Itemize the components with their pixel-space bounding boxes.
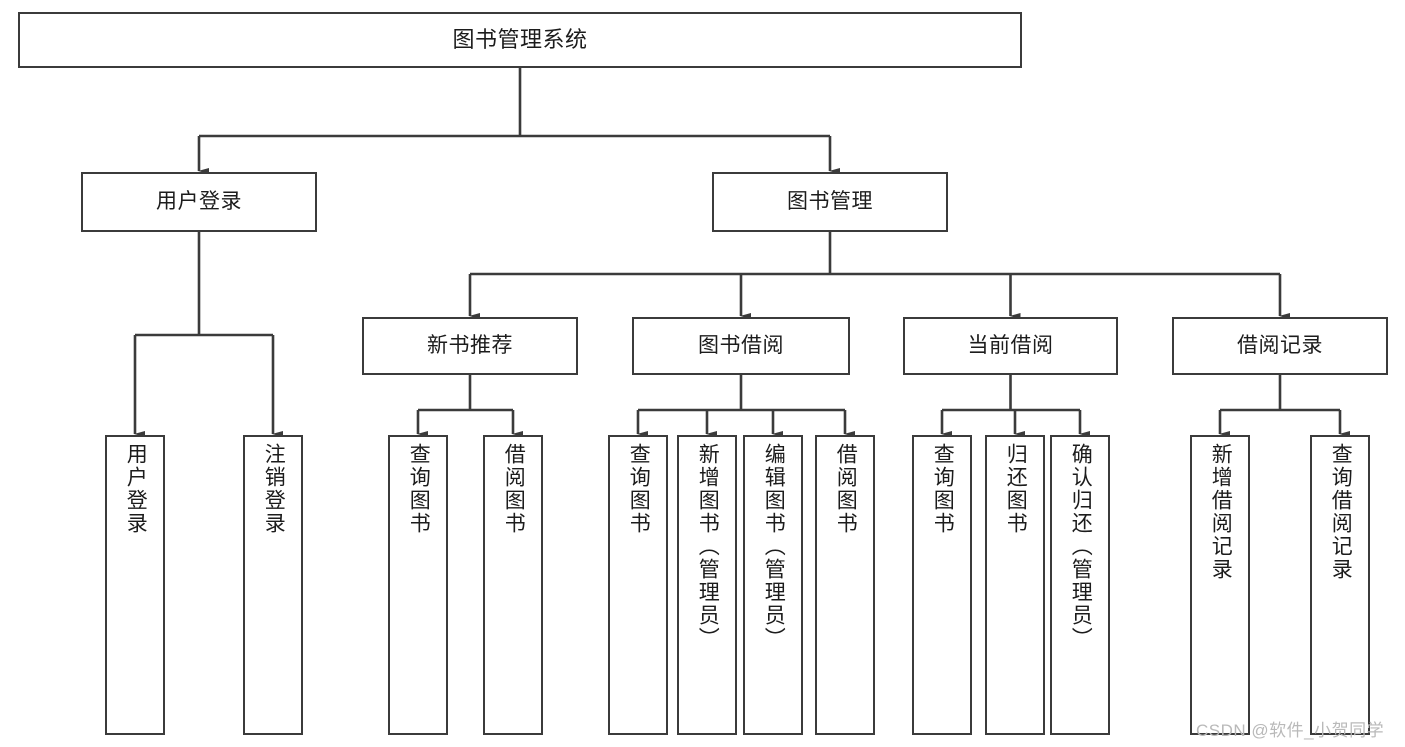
node-label: 用户登录 — [156, 189, 242, 213]
node-leaf-query-book-3[interactable]: 查询图书 — [912, 435, 972, 735]
node-leaf-logout-login[interactable]: 注销登录 — [243, 435, 303, 735]
node-label: 用户登录 — [124, 443, 148, 535]
node-book-management[interactable]: 图书管理 — [712, 172, 948, 232]
node-label: 借阅记录 — [1237, 333, 1323, 357]
node-root-system[interactable]: 图书管理系统 — [18, 12, 1022, 68]
node-label: 新书推荐 — [427, 333, 513, 357]
node-leaf-edit-book[interactable]: 编辑图书（管理员） — [743, 435, 803, 735]
node-label: 借阅图书 — [834, 443, 858, 535]
csdn-watermark: CSDN @软件_小贺同学 — [1196, 721, 1385, 740]
node-label: 新增借阅记录 — [1209, 443, 1233, 581]
node-book-borrow[interactable]: 图书借阅 — [632, 317, 850, 375]
node-leaf-user-login[interactable]: 用户登录 — [105, 435, 165, 735]
node-leaf-query-book-1[interactable]: 查询图书 — [388, 435, 448, 735]
node-leaf-add-book[interactable]: 新增图书（管理员） — [677, 435, 737, 735]
node-user-login[interactable]: 用户登录 — [81, 172, 317, 232]
node-label: 当前借阅 — [967, 333, 1054, 357]
node-label: 查询图书 — [931, 443, 955, 535]
node-leaf-borrow-book-1[interactable]: 借阅图书 — [483, 435, 543, 735]
node-label: 查询图书 — [627, 443, 651, 535]
node-leaf-query-book-2[interactable]: 查询图书 — [608, 435, 668, 735]
node-leaf-query-borrow-record[interactable]: 查询借阅记录 — [1310, 435, 1370, 735]
node-current-borrow[interactable]: 当前借阅 — [903, 317, 1118, 375]
node-label: 编辑图书（管理员） — [762, 443, 786, 650]
node-label: 图书借阅 — [698, 333, 784, 357]
node-label: 借阅图书 — [502, 443, 526, 535]
node-leaf-confirm-return[interactable]: 确认归还（管理员） — [1050, 435, 1110, 735]
node-new-book-recommend[interactable]: 新书推荐 — [362, 317, 578, 375]
tree-edges — [133, 68, 1350, 437]
node-label: 查询借阅记录 — [1329, 443, 1353, 581]
node-borrow-records[interactable]: 借阅记录 — [1172, 317, 1388, 375]
node-label: 查询图书 — [407, 443, 431, 535]
node-label: 图书管理系统 — [452, 27, 588, 53]
node-label: 归还图书 — [1004, 443, 1028, 535]
node-label: 注销登录 — [262, 443, 286, 535]
node-label: 新增图书（管理员） — [696, 443, 720, 650]
node-label: 图书管理 — [787, 189, 873, 213]
node-leaf-add-borrow-record[interactable]: 新增借阅记录 — [1190, 435, 1250, 735]
node-leaf-return-book[interactable]: 归还图书 — [985, 435, 1045, 735]
node-label: 确认归还（管理员） — [1069, 443, 1093, 650]
node-leaf-borrow-book-2[interactable]: 借阅图书 — [815, 435, 875, 735]
